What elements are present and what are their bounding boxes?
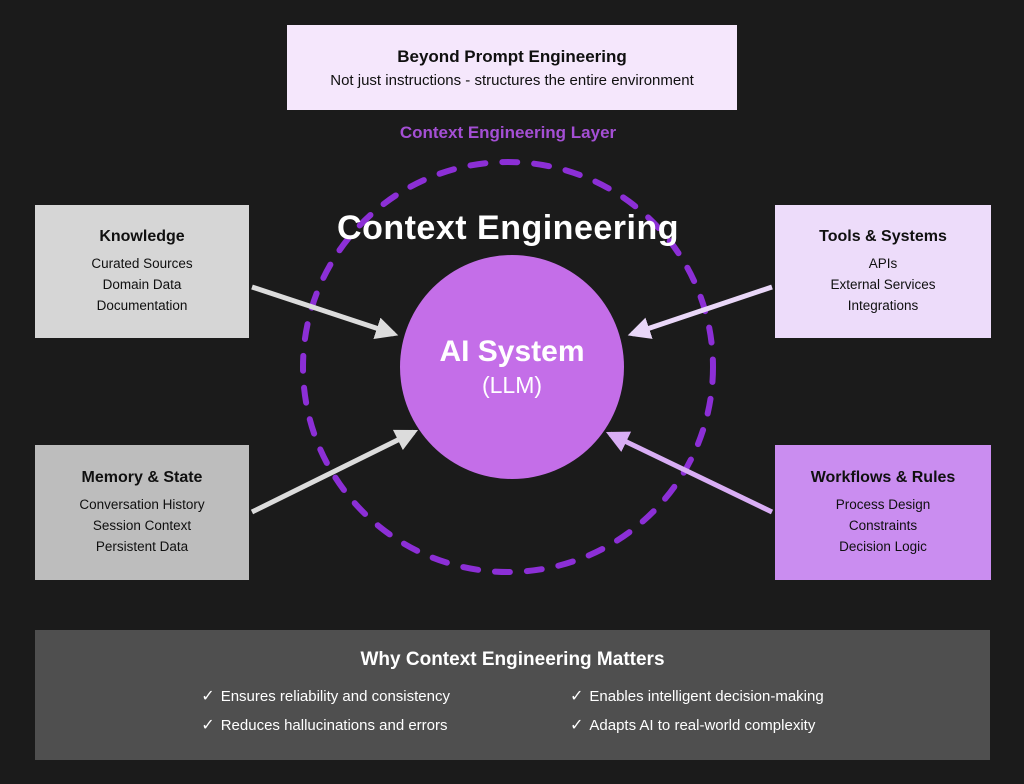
- knowledge-box-item: Curated Sources: [91, 255, 193, 271]
- banner-title: Beyond Prompt Engineering: [397, 46, 627, 66]
- benefits-panel: Why Context Engineering Matters ✓ Ensure…: [35, 630, 990, 760]
- context-layer-ring: [300, 159, 716, 575]
- memory-state-box-item: Conversation History: [79, 496, 205, 512]
- ai-system-node: AI System (LLM): [400, 255, 624, 479]
- benefits-grid: ✓ Ensures reliability and consistency ✓ …: [35, 686, 990, 735]
- check-icon: ✓: [569, 717, 584, 734]
- benefit-text: Reduces hallucinations and errors: [220, 716, 448, 734]
- benefit-item: ✓ Adapts AI to real-world complexity: [570, 715, 815, 735]
- workflows-rules-box-item: Decision Logic: [839, 538, 927, 554]
- diagram-title: Context Engineering: [337, 209, 679, 247]
- memory-state-box-item: Persistent Data: [95, 538, 189, 554]
- knowledge-box-title: Knowledge: [99, 227, 185, 245]
- workflows-rules-box-item: Constraints: [848, 517, 918, 533]
- knowledge-arrow: [251, 284, 399, 340]
- benefit-item: ✓ Ensures reliability and consistency: [201, 686, 450, 706]
- context-layer-label: Context Engineering Layer: [399, 123, 617, 142]
- tools-systems-box-title: Tools & Systems: [819, 227, 947, 245]
- check-icon: ✓: [201, 717, 215, 734]
- workflows-rules-box-item: Process Design: [835, 496, 931, 512]
- tools-arrow: [627, 284, 773, 339]
- memory-arrow: [250, 429, 419, 515]
- ai-system-label: AI System: [439, 335, 585, 368]
- memory-state-box: Memory & State Conversation History Sess…: [35, 445, 249, 580]
- workflows-arrow: [605, 431, 774, 515]
- tools-systems-box: Tools & Systems APIs External Services I…: [775, 205, 991, 338]
- knowledge-box-item: Domain Data: [102, 276, 182, 292]
- benefit-text: Enables intelligent decision-making: [589, 687, 824, 705]
- memory-state-box-title: Memory & State: [81, 468, 203, 486]
- benefit-item: ✓ Enables intelligent decision-making: [570, 686, 824, 706]
- knowledge-box-item: Documentation: [96, 297, 188, 313]
- benefits-right-column: ✓ Enables intelligent decision-making ✓ …: [570, 686, 824, 735]
- header-banner: Beyond Prompt Engineering Not just instr…: [287, 25, 737, 110]
- tools-systems-box-item: Integrations: [847, 297, 919, 313]
- workflows-rules-box: Workflows & Rules Process Design Constra…: [775, 445, 991, 580]
- benefit-text: Ensures reliability and consistency: [220, 687, 450, 705]
- llm-label: (LLM): [481, 372, 543, 398]
- tools-systems-box-item: APIs: [868, 255, 898, 271]
- benefit-text: Adapts AI to real-world complexity: [589, 716, 816, 734]
- benefit-item: ✓ Reduces hallucinations and errors: [201, 715, 447, 735]
- benefits-panel-title: Why Context Engineering Matters: [360, 649, 665, 670]
- workflows-rules-box-title: Workflows & Rules: [810, 468, 956, 486]
- check-icon: ✓: [201, 688, 215, 705]
- benefits-left-column: ✓ Ensures reliability and consistency ✓ …: [201, 686, 450, 735]
- check-icon: ✓: [569, 688, 584, 705]
- knowledge-box: Knowledge Curated Sources Domain Data Do…: [35, 205, 249, 338]
- memory-state-box-item: Session Context: [92, 517, 192, 533]
- banner-subtitle: Not just instructions - structures the e…: [330, 71, 694, 89]
- tools-systems-box-item: External Services: [830, 276, 936, 292]
